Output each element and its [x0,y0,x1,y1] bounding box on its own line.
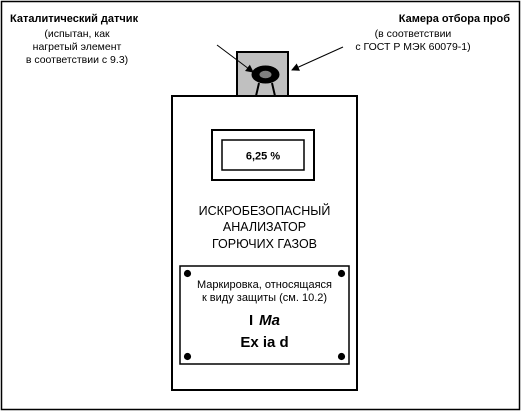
plate-screw-bottom-left [183,352,192,361]
device-name-line-2: АНАЛИЗАТОР [223,220,306,234]
catalytic-sensor-note-1: (испытан, как [44,28,110,40]
sampling-chamber-note-2: с ГОСТ Р МЭК 60079-1) [355,41,470,53]
sensor-lead-left [255,82,260,97]
display-screen [221,139,305,171]
plate-screw-top-left [183,269,192,278]
device-name-line-1: ИСКРОБЕЗОПАСНЫЙ [199,203,331,218]
sampling-chamber-note-1: (в соответствии [375,28,452,40]
catalytic-sensor-note-2: нагретый элемент [33,41,122,53]
device-name-line-3: ГОРЮЧИХ ГАЗОВ [212,237,317,251]
plate-screw-bottom-right [337,352,346,361]
catalytic-sensor-arrow [216,44,254,73]
sensor-lead-right [271,82,276,97]
equipment-group-marking: I Ma [249,312,280,329]
marking-plate-frame [179,265,350,365]
sampling-chamber-title: Камера отбора проб [399,13,510,25]
plate-screw-top-right [337,269,346,278]
catalytic-sensor-note-3: в соответствии с 9.3) [26,54,128,66]
catalytic-sensor-title: Каталитический датчик [10,13,139,25]
display-reading: 6,25 % [246,151,280,163]
marking-caption-line-2: к виду защиты (см. 10.2) [202,292,327,304]
catalytic-sensor-element [259,70,272,79]
sampling-chamber-arrow [291,46,344,71]
marking-caption-line-1: Маркировка, относящаяся [197,279,332,291]
protection-code: Ex ia d [240,334,288,351]
sampling-chamber [236,51,289,97]
group-prefix: I [249,312,253,329]
display: 6,25 % [211,129,315,181]
marking-plate: Маркировка, относящаяся к виду защиты (с… [179,265,350,365]
group-level: Ma [259,312,280,329]
